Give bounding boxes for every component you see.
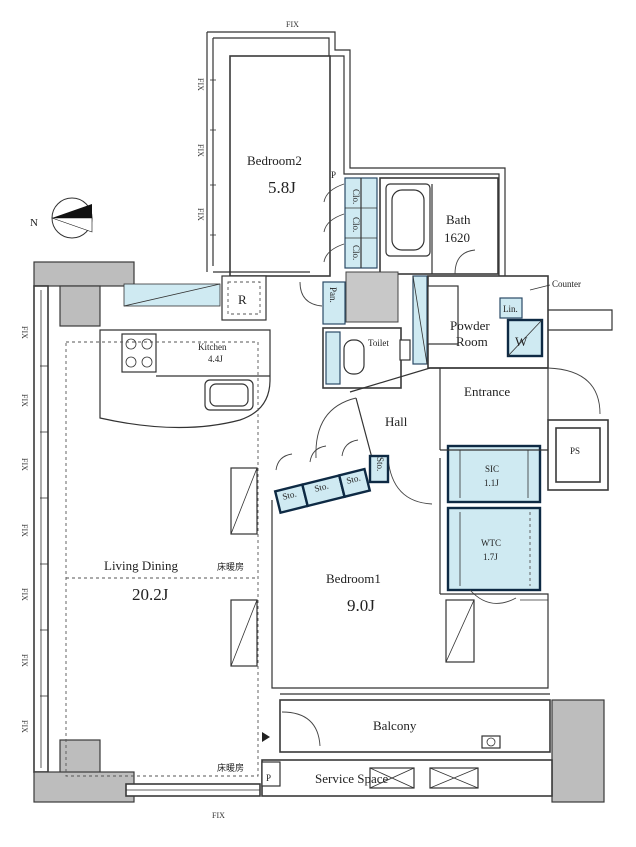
- living-name: Living Dining: [104, 558, 179, 573]
- bedroom1-name: Bedroom1: [326, 571, 381, 586]
- corner-wall-bottom-left: [33, 771, 135, 803]
- storage-label-3: Sto.: [345, 473, 361, 486]
- living-floor-heating-1: 床暖房: [217, 561, 244, 572]
- kitchen-size: 4.4J: [208, 354, 223, 364]
- ps-name: PS: [570, 446, 580, 456]
- fix-label-bottom: FIX: [212, 811, 225, 820]
- north-compass-icon: [51, 197, 93, 239]
- sic-size: 1.1J: [484, 478, 499, 488]
- fix-label-bedroom2-1: FIX: [196, 78, 205, 91]
- linen-cabinet: [499, 297, 523, 319]
- bedroom2-name: Bedroom2: [247, 153, 302, 168]
- bedroom1-size: 9.0J: [347, 596, 375, 615]
- toilet-name: Toilet: [368, 338, 389, 348]
- pantry-label: Pan.: [328, 287, 338, 303]
- living-floor-heating-2: 床暖房: [217, 762, 244, 773]
- bath-name: Bath: [446, 212, 471, 227]
- storage-label-4: Sto.: [375, 457, 385, 471]
- entrance-name: Entrance: [464, 384, 510, 399]
- wtc-name: WTC: [481, 538, 501, 548]
- fix-label-living-6: FIX: [20, 654, 29, 667]
- toilet-bowl: [343, 339, 365, 375]
- bedroom2-window-marks: [210, 79, 216, 236]
- fix-label-living-1: FIX: [20, 326, 29, 339]
- linen-label: Lin.: [503, 304, 518, 314]
- fix-label-living-4: FIX: [20, 524, 29, 537]
- column-top-left: [59, 285, 101, 327]
- powder-room-line1: Powder: [450, 318, 490, 333]
- sic-name: SIC: [485, 464, 499, 474]
- sic-wtc: [446, 444, 542, 604]
- balcony-name: Balcony: [373, 718, 417, 733]
- living-size: 20.2J: [132, 585, 169, 604]
- refrigerator-box: [221, 275, 267, 321]
- sic-box: [446, 444, 542, 504]
- pipe-label-bottom: P: [266, 773, 271, 783]
- shaft-gray: [345, 271, 399, 323]
- vanity: [427, 285, 459, 345]
- wtc-box: [446, 506, 542, 592]
- compass-north-label: N: [30, 217, 38, 229]
- closet-label-3: Clo.: [351, 245, 361, 260]
- fix-label-living-7: FIX: [20, 720, 29, 733]
- toilet-storage: [325, 331, 341, 385]
- kitchen-name: Kitchen: [198, 342, 227, 352]
- bedroom2-area: [210, 55, 378, 277]
- service-space-name: Service Space: [315, 771, 389, 786]
- fix-label-bedroom2-3: FIX: [196, 208, 205, 221]
- storage-row: [273, 439, 390, 515]
- closet-label-1: Clo.: [351, 189, 361, 204]
- fix-label-top: FIX: [286, 20, 299, 29]
- exterior-walls: [33, 31, 613, 803]
- kitchen-block: [99, 271, 428, 429]
- fix-label-living-5: FIX: [20, 588, 29, 601]
- counter-label: Counter: [552, 279, 581, 289]
- cooktop: [121, 333, 157, 373]
- pantry: [322, 281, 346, 325]
- powder-room-area: [427, 275, 551, 369]
- living-floor-heating-zone: [65, 341, 259, 777]
- column-bottom-right: [551, 699, 605, 803]
- living-dining-area: [40, 341, 259, 777]
- living-window-marks: [40, 365, 48, 697]
- corner-wall-top-left: [33, 261, 135, 287]
- storage-label-2: Sto.: [313, 481, 329, 494]
- balcony-area: [261, 693, 553, 797]
- bath-area: [379, 177, 499, 275]
- bedroom2-size: 5.8J: [268, 178, 296, 197]
- fix-label-bedroom2-2: FIX: [196, 144, 205, 157]
- washer-label: W: [515, 334, 528, 349]
- pipe-space-bottom: [261, 761, 281, 787]
- storage-label-1: Sto.: [281, 489, 297, 502]
- wtc-size: 1.7J: [483, 552, 498, 562]
- closet-label-2: Clo.: [351, 217, 361, 232]
- fix-label-living-3: FIX: [20, 458, 29, 471]
- fix-label-living-2: FIX: [20, 394, 29, 407]
- balcony-outlet: [481, 735, 501, 749]
- pipe-label-bedroom2: P: [331, 170, 336, 180]
- bath-size: 1620: [444, 230, 470, 245]
- hall-name: Hall: [385, 414, 408, 429]
- refrigerator-label: R: [238, 292, 247, 307]
- powder-room-line2: Room: [456, 334, 488, 349]
- bedroom1-area: [271, 449, 549, 689]
